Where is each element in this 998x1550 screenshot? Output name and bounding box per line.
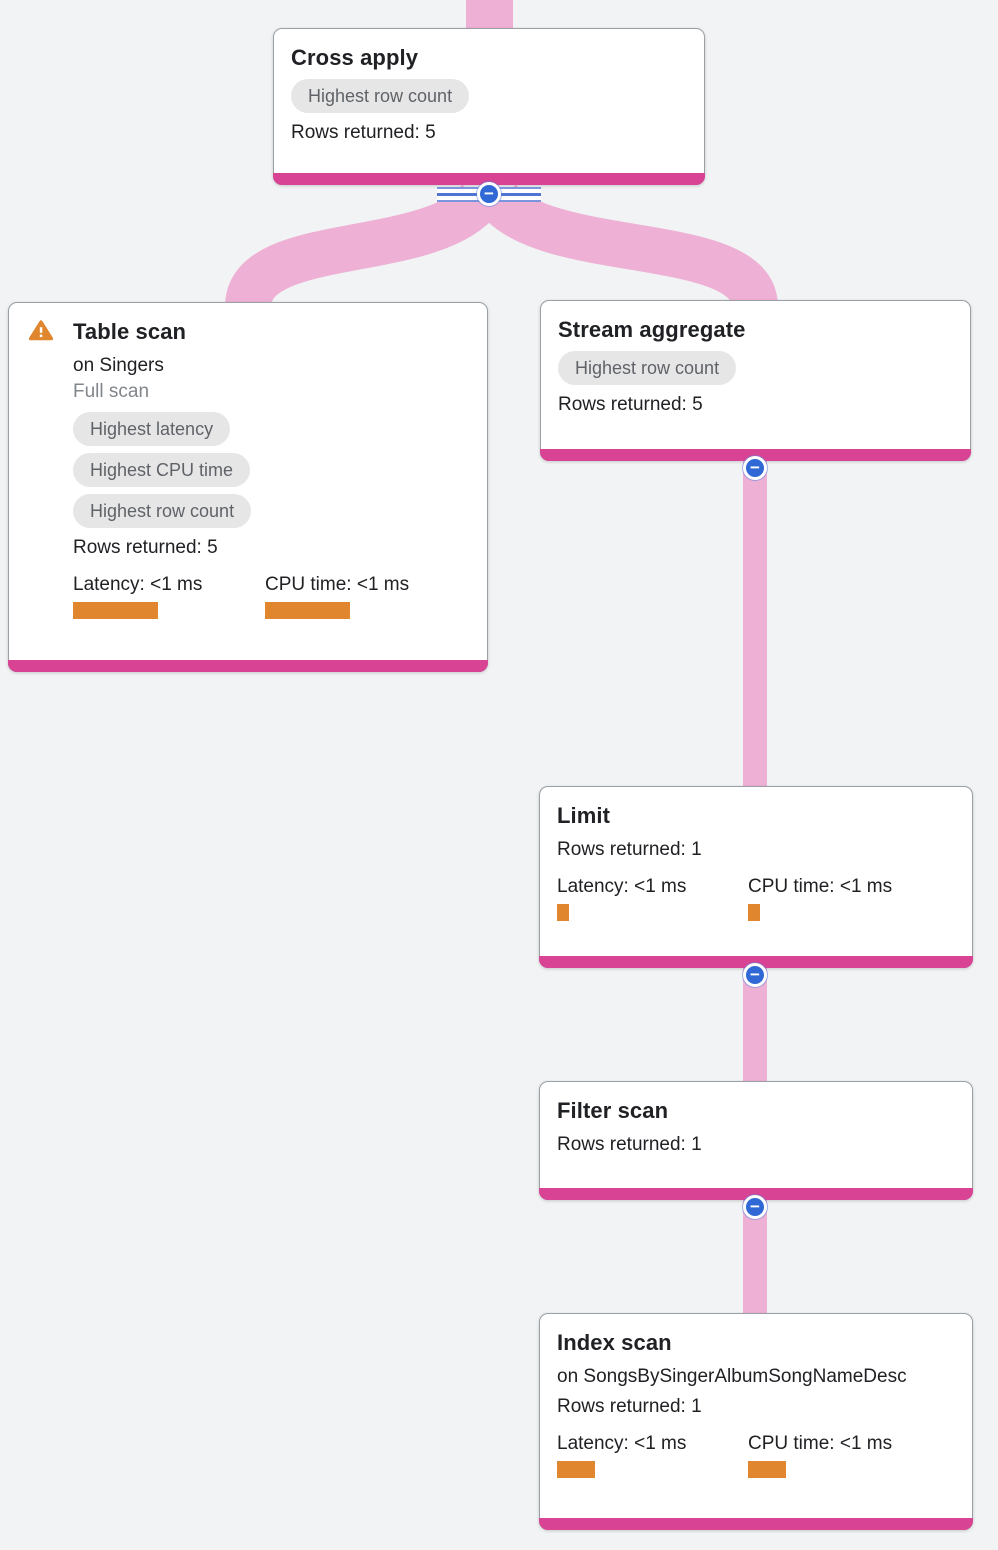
node-accent-bar	[539, 1518, 973, 1530]
warning-icon	[28, 319, 54, 346]
badge-highest-row-count: Highest row count	[73, 494, 252, 528]
node-limit[interactable]: Limit Rows returned: 1 Latency: <1 ms CP…	[539, 786, 973, 968]
cpu-time-bar	[748, 1461, 786, 1478]
minus-icon: −	[750, 964, 760, 984]
minus-icon: −	[750, 1196, 760, 1216]
node-title: Cross apply	[291, 45, 419, 70]
edge-stream-aggregate-to-limit	[743, 455, 767, 790]
badge-highest-latency: Highest latency	[73, 412, 231, 446]
node-accent-bar	[539, 1188, 973, 1200]
latency-bar	[557, 1461, 595, 1478]
collapse-button-limit[interactable]: −	[743, 963, 767, 987]
node-title: Filter scan	[557, 1098, 669, 1123]
node-title: Limit	[557, 803, 611, 828]
collapse-button-filter-scan[interactable]: −	[743, 1195, 767, 1219]
node-accent-bar	[8, 660, 488, 672]
node-cross-apply[interactable]: Cross apply Highest row count Rows retur…	[273, 28, 705, 185]
cpu-time-label: CPU time: <1 ms	[748, 876, 893, 897]
edge-cross-apply-to-stream-aggregate	[480, 182, 778, 310]
cpu-time-label: CPU time: <1 ms	[265, 574, 410, 595]
rows-returned: Rows returned: 5	[73, 537, 218, 558]
rows-returned: Rows returned: 1	[557, 1396, 702, 1417]
latency-label: Latency: <1 ms	[73, 574, 203, 595]
badge-highest-row-count: Highest row count	[291, 79, 470, 113]
node-stream-aggregate[interactable]: Stream aggregate Highest row count Rows …	[540, 300, 971, 461]
node-table-scan[interactable]: Table scan on Singers Full scan Highest …	[8, 302, 488, 672]
rows-returned: Rows returned: 1	[557, 1134, 702, 1155]
latency-label: Latency: <1 ms	[557, 1433, 687, 1454]
rows-returned: Rows returned: 5	[558, 394, 703, 415]
latency-label: Latency: <1 ms	[557, 876, 687, 897]
collapse-button-cross-apply[interactable]: −	[477, 182, 501, 206]
node-index-scan[interactable]: Index scan on SongsBySingerAlbumSongName…	[539, 1313, 973, 1530]
node-accent-bar	[540, 449, 971, 461]
node-title: Table scan	[73, 319, 187, 344]
rows-returned: Rows returned: 5	[291, 122, 436, 143]
node-subtitle: on Singers	[73, 355, 164, 376]
node-accent-bar	[273, 173, 705, 185]
full-scan-note: Full scan	[73, 381, 150, 402]
latency-bar	[557, 904, 569, 921]
edge-cross-apply-to-table-scan	[225, 183, 498, 310]
minus-icon: −	[750, 457, 760, 477]
latency-bar	[73, 602, 158, 619]
rows-returned: Rows returned: 1	[557, 839, 702, 860]
minus-icon: −	[484, 183, 494, 203]
cpu-time-bar	[265, 602, 350, 619]
node-title: Stream aggregate	[558, 317, 746, 342]
cpu-time-bar	[748, 904, 760, 921]
node-subtitle: on SongsBySingerAlbumSongNameDesc	[557, 1366, 907, 1387]
node-accent-bar	[539, 956, 973, 968]
node-title: Index scan	[557, 1330, 672, 1355]
node-filter-scan[interactable]: Filter scan Rows returned: 1	[539, 1081, 973, 1200]
badge-highest-cpu-time: Highest CPU time	[73, 453, 251, 487]
edge-into-cross-apply	[466, 0, 513, 30]
collapse-button-stream-aggregate[interactable]: −	[743, 456, 767, 480]
cpu-time-label: CPU time: <1 ms	[748, 1433, 893, 1454]
badge-highest-row-count: Highest row count	[558, 351, 737, 385]
